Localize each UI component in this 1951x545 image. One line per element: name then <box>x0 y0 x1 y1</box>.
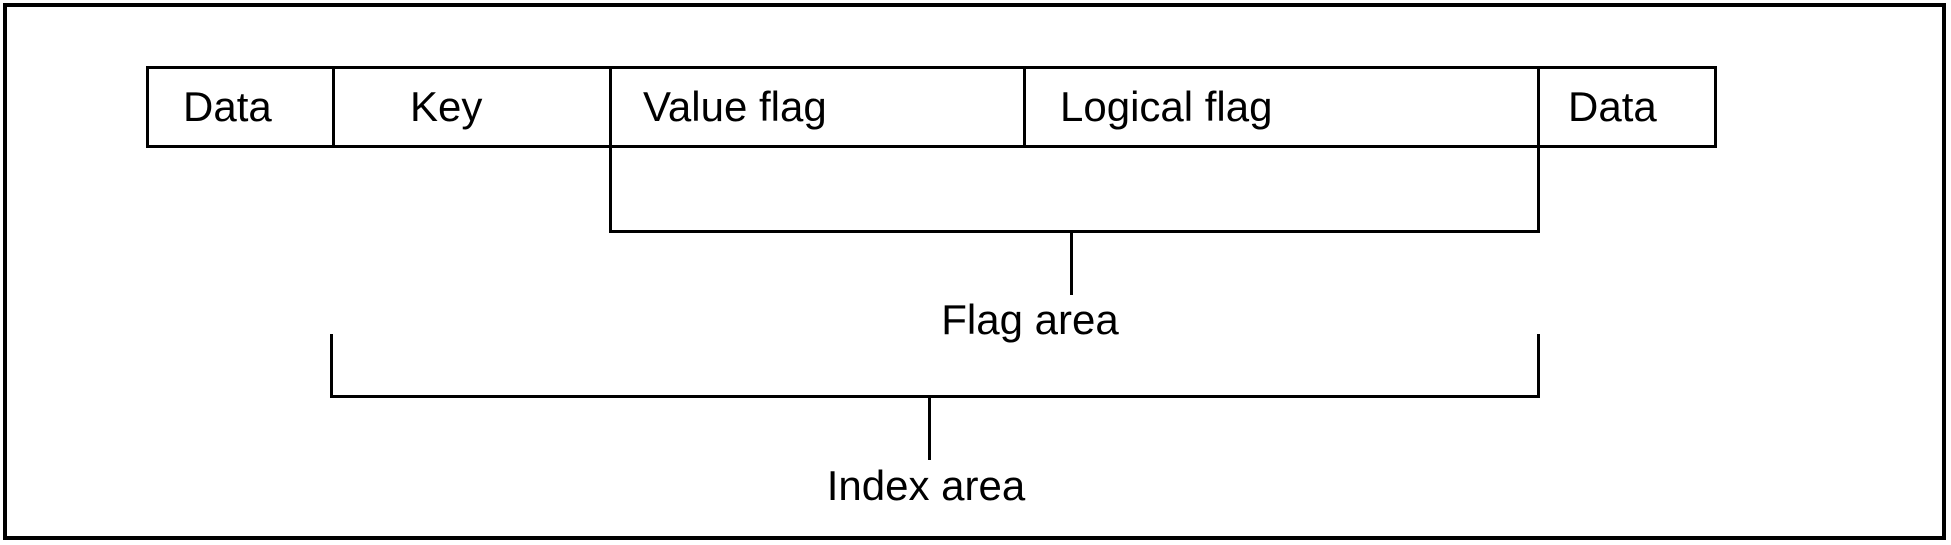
index-area-bracket <box>330 334 1540 398</box>
record-row: Data Key Value flag Logical flag Data <box>146 66 1717 148</box>
cell-data-right-label: Data <box>1568 83 1657 130</box>
diagram-outer-border <box>3 3 1946 540</box>
cell-data-right: Data <box>1540 69 1714 145</box>
cell-data-left: Data <box>149 69 335 145</box>
flag-area-label: Flag area <box>941 296 1119 343</box>
cell-logical-flag-label: Logical flag <box>1060 83 1273 130</box>
flag-area-stem-line <box>1070 231 1073 295</box>
index-area-label: Index area <box>826 462 1026 509</box>
flag-area-bracket <box>609 148 1540 233</box>
cell-value-flag: Value flag <box>612 69 1026 145</box>
cell-logical-flag: Logical flag <box>1026 69 1540 145</box>
cell-key: Key <box>335 69 612 145</box>
cell-key-label: Key <box>410 83 483 130</box>
cell-data-left-label: Data <box>183 83 272 130</box>
index-area-stem-line <box>928 396 931 460</box>
cell-value-flag-label: Value flag <box>643 83 827 130</box>
